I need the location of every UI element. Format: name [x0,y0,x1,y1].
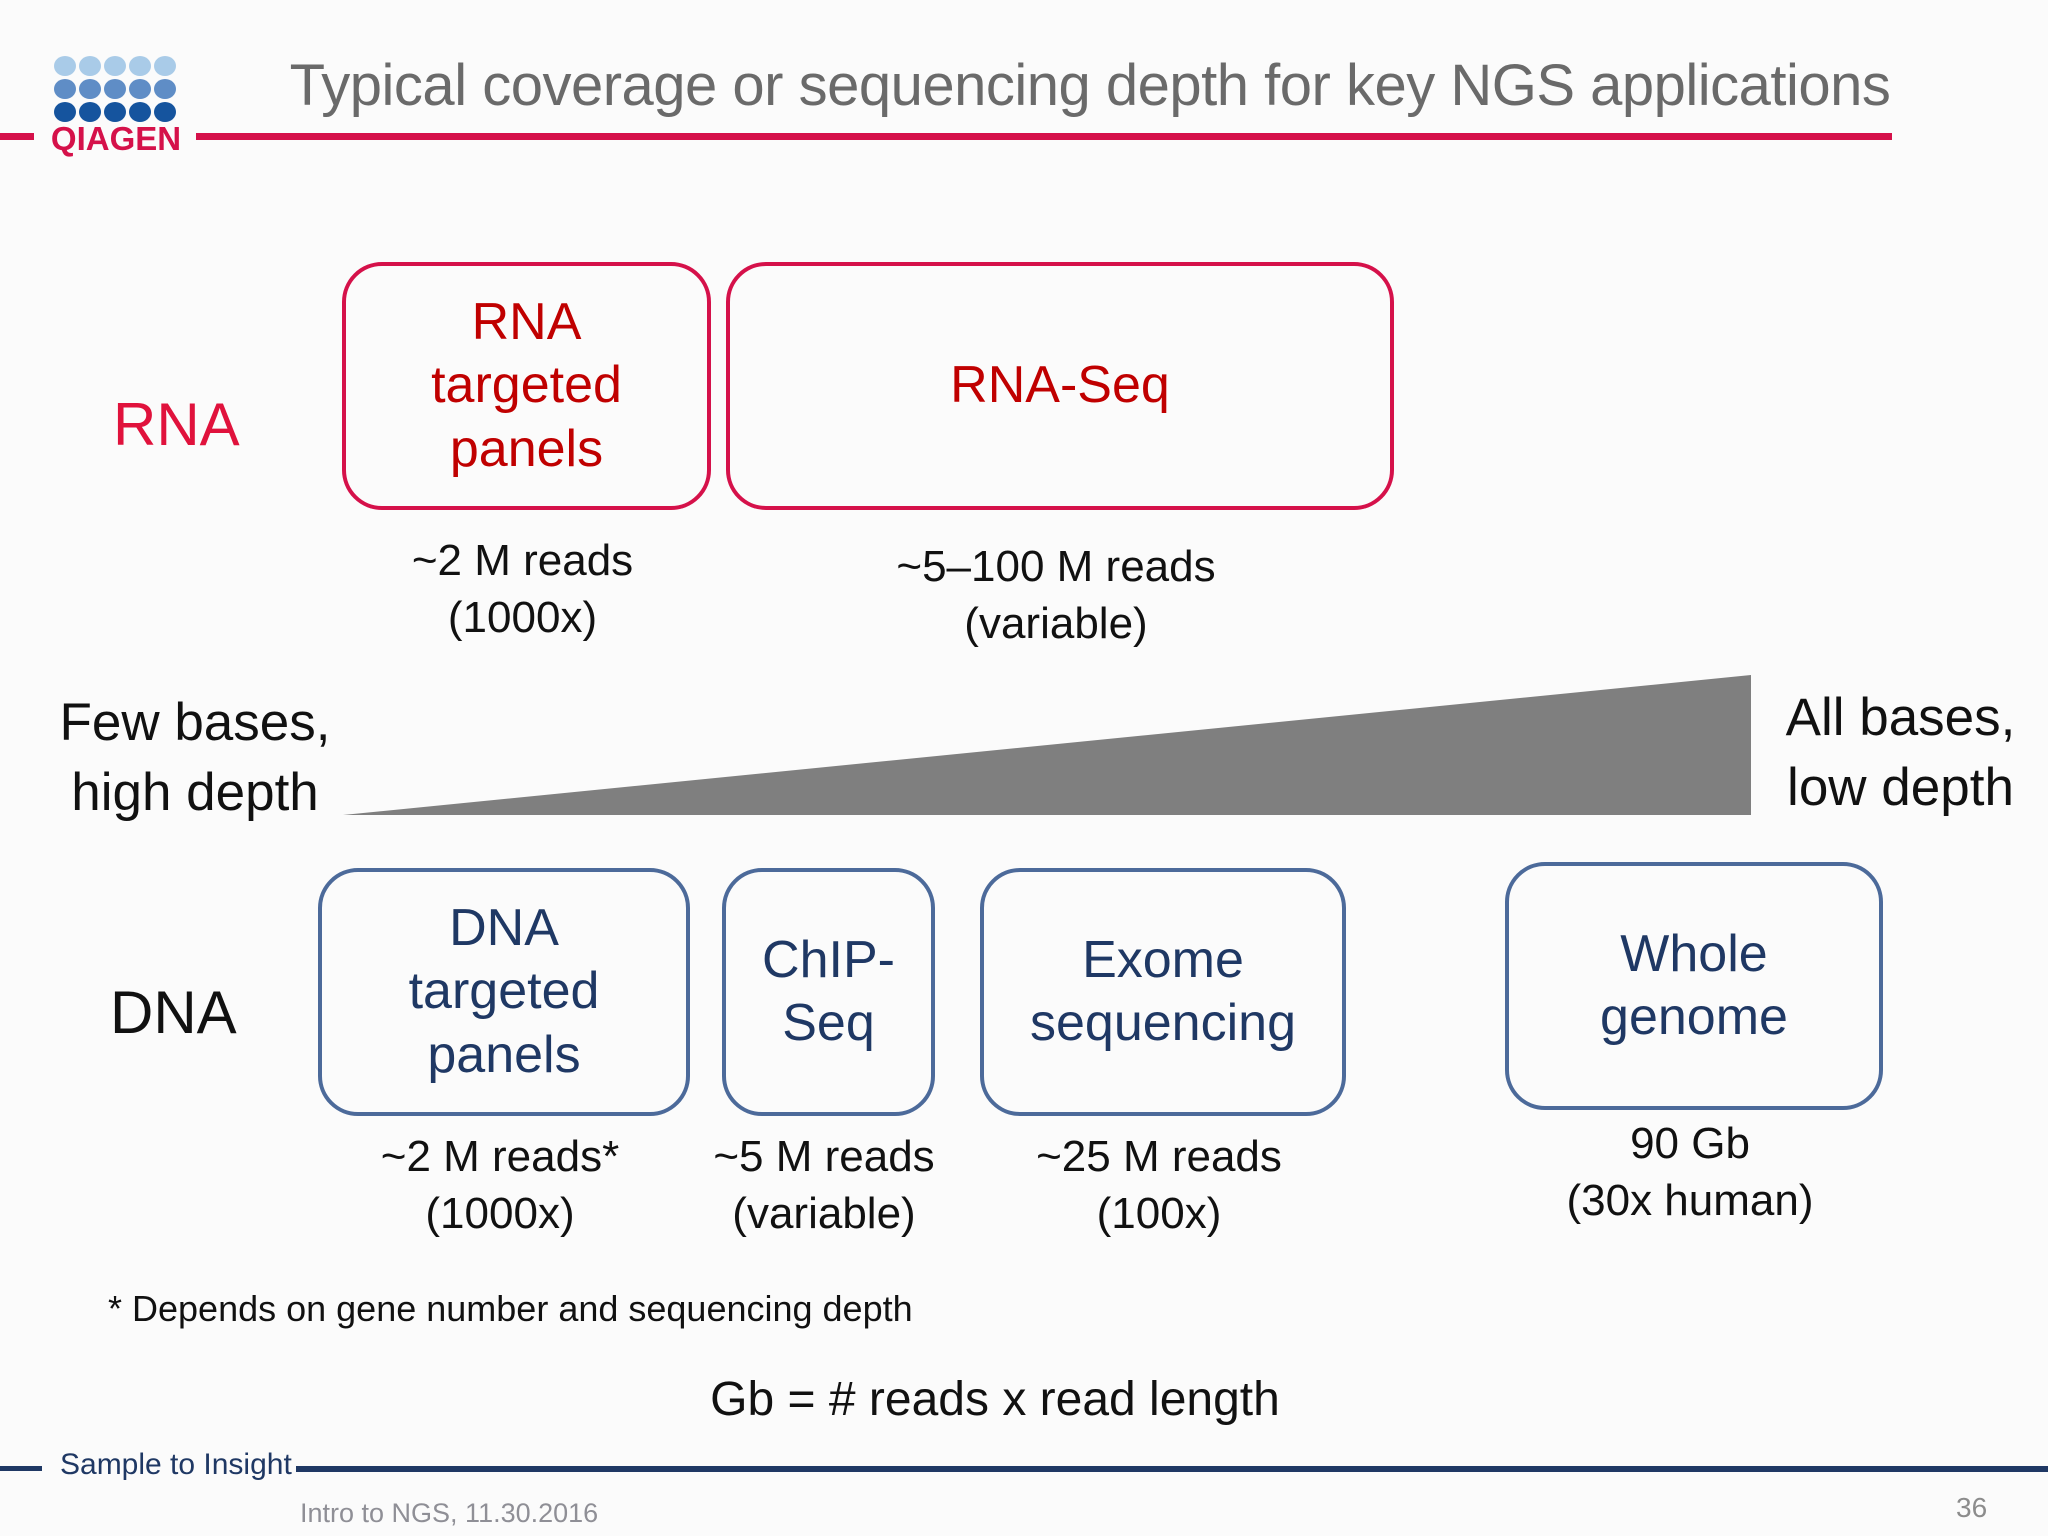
dna-targeted-panels-caption: ~2 M reads* (1000x) [380,1132,620,1239]
page-number: 36 [1956,1492,1988,1523]
footer-rule-left [0,1466,42,1471]
exome-sequencing-caption: ~25 M reads (100x) [1036,1132,1282,1239]
logo-dot [79,56,101,76]
logo-dot [54,56,76,76]
rna-targeted-panels-label: RNA targeted panels [431,292,622,478]
rna-seq-box: RNA-Seq [726,262,1394,510]
footer-rule [296,1466,2048,1472]
dna-row-label: DNA [110,979,237,1046]
logo-dot [54,102,76,122]
footer-brand: Sample to Insight [60,1448,292,1481]
rna-targeted-panels-caption: ~2 M reads (1000x) [411,536,634,643]
logo-dot [129,56,151,76]
logo-dot [154,79,176,99]
dna-targeted-panels-box: DNA targeted panels [318,868,690,1116]
whole-genome-caption: 90 Gb (30x human) [1566,1119,1814,1226]
rna-seq-caption: ~5–100 M reads (variable) [896,542,1216,649]
gb-formula: Gb = # reads x read length [710,1373,1280,1426]
logo-dot [154,56,176,76]
logo-dot [104,102,126,122]
whole-genome-box: Whole genome [1505,862,1883,1110]
logo-dot [104,79,126,99]
logo-dot [79,102,101,122]
dna-targeted-panels-label: DNA targeted panels [408,898,600,1084]
whole-genome-label: Whole genome [1600,924,1788,1046]
page-title: Typical coverage or sequencing depth for… [289,53,1891,118]
rna-seq-label: RNA-Seq [950,356,1170,415]
chip-seq-caption: ~5 M reads (variable) [713,1132,935,1239]
exome-sequencing-box: Exome sequencing [980,868,1346,1116]
chip-seq-label: ChIP- Seq [762,930,895,1052]
logo-dot [79,79,101,99]
exome-sequencing-label: Exome sequencing [1030,930,1296,1052]
chip-seq-box: ChIP- Seq [722,868,935,1116]
wedge-right-label: All bases, low depth [1785,688,2016,817]
logo-dot [129,102,151,122]
logo-dot [104,56,126,76]
logo-dot [154,102,176,122]
footer-credit: Intro to NGS, 11.30.2016 [300,1498,599,1528]
footnote: * Depends on gene number and sequencing … [108,1288,913,1329]
qiagen-logo-dots-icon [54,56,180,122]
qiagen-wordmark: QIAGEN [50,120,182,157]
title-rule-left [0,133,34,140]
rna-row-label: RNA [113,391,240,458]
wedge-left-label: Few bases, high depth [59,693,331,822]
coverage-wedge [343,675,1751,815]
rna-targeted-panels-box: RNA targeted panels [342,262,711,510]
title-rule [196,133,1892,140]
logo-dot [129,79,151,99]
logo-dot [54,79,76,99]
